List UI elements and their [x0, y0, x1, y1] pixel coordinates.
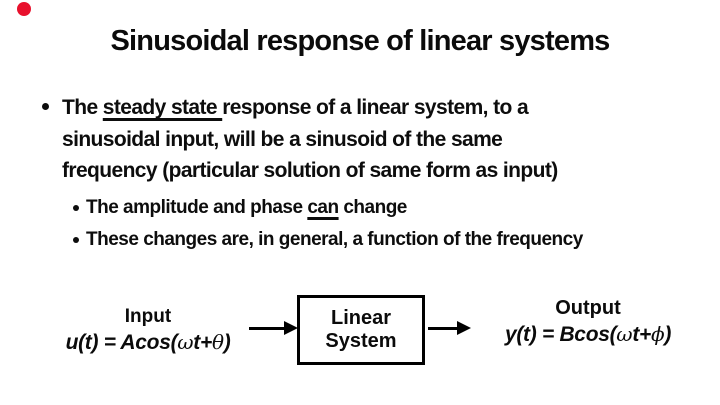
formula-segment: y(t) = Bcos( [504, 323, 617, 346]
underlined-text: steady state [102, 96, 223, 119]
theta-symbol: θ [211, 330, 224, 354]
formula-segment: t+ [632, 323, 651, 346]
main-bullet-line3: frequency (particular solution of same f… [62, 159, 558, 182]
input-formula: u(t) = Acos(ωt+θ) [58, 330, 238, 355]
omega-symbol: ω [616, 322, 633, 346]
diagram-output-group: Output y(t) = Bcos(ωt+ϕ) [496, 297, 680, 347]
input-label: Input [124, 306, 172, 327]
main-bullet-line1: The steady state response of a linear sy… [62, 92, 558, 124]
text-segment: response of a linear system, to a [222, 96, 529, 119]
arrow-right-icon [284, 321, 298, 335]
formula-segment: ) [664, 323, 672, 346]
diagram-input-group: Input u(t) = Acos(ωt+θ) [58, 306, 238, 355]
formula-segment: u(t) = Acos( [65, 331, 178, 354]
output-formula: y(t) = Bcos(ωt+ϕ) [496, 322, 680, 347]
formula-segment: t+ [193, 331, 212, 354]
page-title: Sinusoidal response of linear systems [110, 25, 610, 57]
text-segment: The amplitude and phase [86, 197, 308, 218]
main-bullet-text: The steady state response of a linear sy… [62, 92, 558, 187]
phi-symbol: ϕ [650, 322, 665, 346]
arrow-right-icon [428, 327, 458, 330]
text-segment: change [338, 197, 407, 218]
system-box-line2: System [325, 330, 397, 352]
linear-system-box: Linear System [297, 295, 425, 365]
omega-symbol: ω [177, 330, 194, 354]
underlined-text: can [307, 197, 339, 218]
arrow-right-icon [457, 321, 471, 335]
arrow-right-icon [249, 327, 285, 330]
bullet-dot-icon [42, 103, 49, 110]
sub-bullet-2: These changes are, in general, a functio… [86, 229, 583, 250]
red-dot-marker [17, 2, 31, 16]
output-label: Output [555, 297, 621, 319]
system-box-line1: Linear [330, 307, 392, 329]
main-bullet-line2: sinusoidal input, will be a sinusoid of … [62, 127, 503, 151]
formula-segment: ) [223, 331, 231, 354]
text-segment: The [62, 96, 103, 119]
bullet-dot-icon [73, 205, 79, 211]
sub-bullet-1: The amplitude and phase can change [86, 197, 407, 219]
bullet-dot-icon [73, 237, 79, 243]
